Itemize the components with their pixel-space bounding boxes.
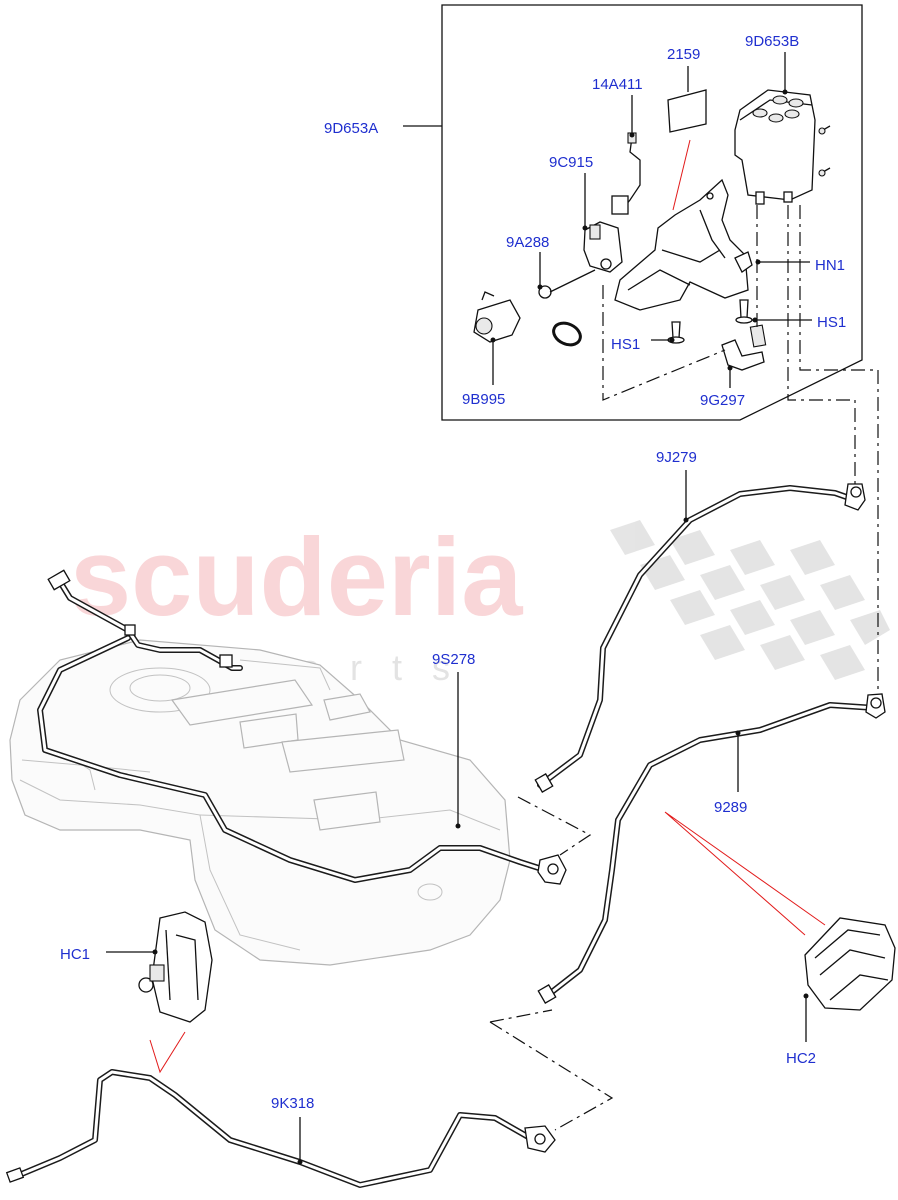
callout-HC1[interactable]: HC1 — [60, 946, 90, 963]
hose-9J279 — [534, 483, 866, 793]
hose-9K318 — [5, 1069, 556, 1188]
callout-HC2[interactable]: HC2 — [786, 1050, 816, 1067]
hose-9S278 — [37, 569, 567, 885]
solenoid-valve — [473, 291, 521, 343]
dash-line-canister-c — [799, 205, 879, 695]
callout-9J279[interactable]: 9J279 — [656, 449, 697, 466]
nut-HN1 — [734, 251, 753, 273]
purge-valve — [583, 132, 641, 273]
screw-right — [735, 299, 753, 324]
callout-9K318[interactable]: 9K318 — [271, 1095, 314, 1112]
fuel-tank — [9, 639, 511, 966]
connector-9G297 — [721, 324, 767, 371]
hose-clip-HC1 — [138, 911, 213, 1023]
carbon-canister — [734, 89, 831, 205]
hose-9289 — [537, 693, 886, 1004]
watermark-brand: scuderia — [70, 516, 523, 639]
callout-HS1-right[interactable]: HS1 — [817, 314, 846, 331]
mounting-bracket — [614, 178, 749, 311]
callout-9B995[interactable]: 9B995 — [462, 391, 505, 408]
callout-HN1[interactable]: HN1 — [815, 257, 845, 274]
o-ring — [552, 321, 582, 347]
guide-lines-HC1 — [149, 1031, 186, 1074]
callout-HS1-left[interactable]: HS1 — [611, 336, 640, 353]
callout-9D653B[interactable]: 9D653B — [745, 33, 799, 50]
guide-line-2159 — [672, 139, 691, 211]
callout-9C915[interactable]: 9C915 — [549, 154, 593, 171]
seal-2159 — [667, 89, 707, 133]
dash-line-pump — [602, 285, 726, 401]
dash-line-canister-b — [787, 205, 856, 485]
callout-9D653A[interactable]: 9D653A — [324, 120, 378, 137]
watermark-checker-flag — [610, 520, 890, 680]
guide-lines-HC2 — [664, 811, 826, 936]
dash-line-9S278 — [517, 796, 592, 856]
dash-line-9K318 — [489, 1009, 614, 1131]
hose-clip-HC2 — [804, 917, 896, 1011]
callout-9A288[interactable]: 9A288 — [506, 234, 549, 251]
inset-frame — [441, 4, 863, 421]
callout-2159[interactable]: 2159 — [667, 46, 700, 63]
callout-9289[interactable]: 9289 — [714, 799, 747, 816]
callout-9S278[interactable]: 9S278 — [432, 651, 475, 668]
callout-9G297[interactable]: 9G297 — [700, 392, 745, 409]
callout-14A411[interactable]: 14A411 — [592, 76, 643, 93]
